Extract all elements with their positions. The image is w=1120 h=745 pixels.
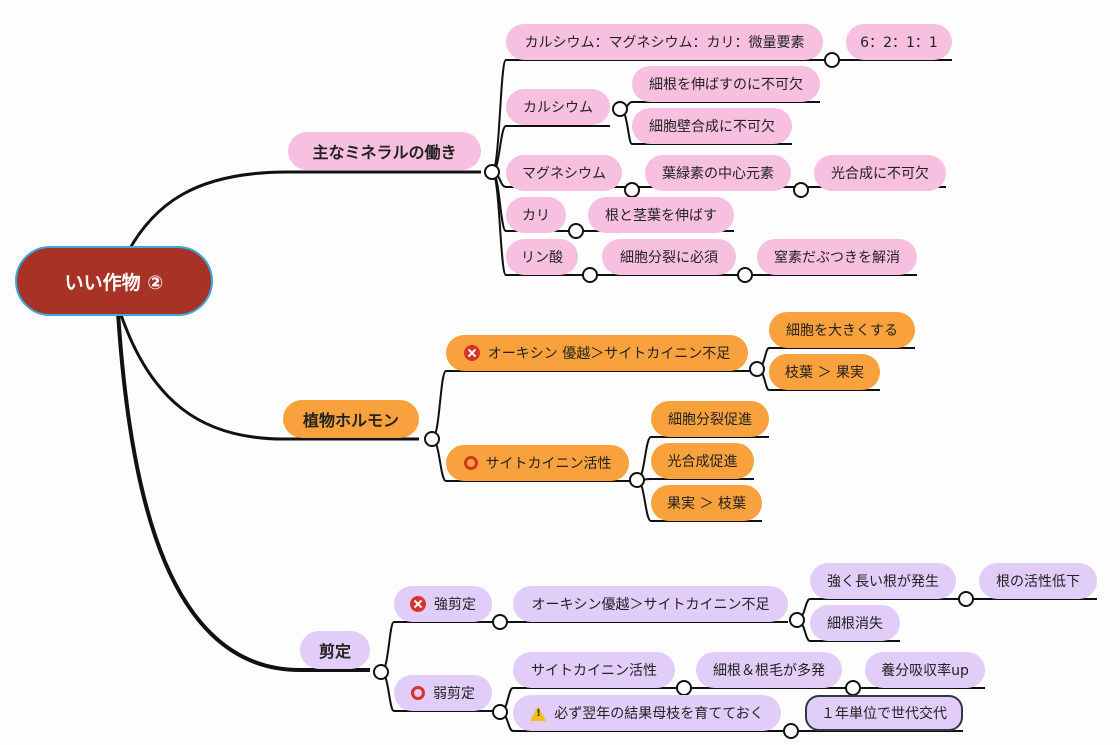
collapse-toggle[interactable] — [492, 704, 508, 720]
root-connector — [116, 311, 370, 672]
node-division-promote[interactable]: 細胞分裂促進 — [651, 401, 769, 437]
node-phosphate[interactable]: リン酸 — [506, 239, 578, 275]
node-fruit-over-leaves[interactable]: 果実 ＞ 枝葉 — [651, 485, 762, 521]
node-nutrient-absorption[interactable]: 養分吸収率up — [865, 652, 985, 688]
collapse-toggle[interactable] — [958, 591, 974, 607]
root-label: いい作物 ② — [64, 271, 164, 294]
connector-line — [636, 478, 754, 481]
node-fine-roots-lost[interactable]: 細根消失 — [810, 605, 900, 641]
node-cell-enlarge[interactable]: 細胞を大きくする — [769, 312, 915, 348]
cross-circle-icon — [410, 596, 426, 612]
collapse-toggle[interactable] — [824, 52, 840, 68]
node-calcium-roots[interactable]: 細根を伸ばすのに不可欠 — [632, 66, 820, 102]
collapse-toggle[interactable] — [676, 680, 692, 696]
warning-icon — [530, 705, 547, 721]
node-photosynthesis[interactable]: 光合成に不可欠 — [814, 155, 946, 191]
node-potassium[interactable]: カリ — [506, 197, 566, 233]
collapse-toggle[interactable] — [484, 164, 500, 180]
node-ratio[interactable]: カルシウム：マグネシウム：カリ：微量要素 — [506, 24, 823, 60]
node-ratio-value[interactable]: 6：2：1：1 — [846, 24, 952, 60]
node-cytokinin-active[interactable]: サイトカイニン活性 — [446, 445, 629, 481]
node-calcium[interactable]: カルシウム — [506, 89, 610, 125]
collapse-toggle[interactable] — [629, 472, 645, 488]
connector-line — [380, 621, 500, 673]
root-connector — [118, 311, 419, 441]
collapse-toggle[interactable] — [789, 612, 805, 628]
node-magnesium[interactable]: マグネシウム — [506, 155, 622, 191]
root-node[interactable]: いい作物 ② — [15, 246, 213, 316]
node-chlorophyll[interactable]: 葉緑素の中心元素 — [645, 155, 791, 191]
node-light-pruning[interactable]: 弱剪定 — [394, 675, 492, 711]
collapse-toggle[interactable] — [793, 182, 809, 198]
collapse-toggle[interactable] — [612, 101, 628, 117]
topic-pruning[interactable]: 剪定 — [300, 631, 370, 669]
node-nitrogen[interactable]: 窒素だぶつきを解消 — [757, 239, 917, 275]
cross-circle-icon — [463, 345, 480, 361]
node-long-roots[interactable]: 強く長い根が発生 — [810, 563, 956, 599]
node-potassium-growth[interactable]: 根と茎葉を伸ばす — [588, 197, 734, 233]
collapse-toggle[interactable] — [624, 182, 640, 198]
node-hard-pruning[interactable]: 強剪定 — [394, 586, 492, 622]
ring-icon — [463, 456, 478, 470]
ring-icon — [411, 686, 425, 700]
node-auxin-dominant[interactable]: オーキシン 優越＞サイトカイニン不足 — [446, 335, 748, 371]
node-cytokinin-active-pruning[interactable]: サイトカイニン活性 — [513, 652, 675, 688]
collapse-toggle[interactable] — [783, 723, 799, 739]
root-connector — [118, 170, 481, 269]
collapse-toggle[interactable] — [424, 431, 440, 447]
node-photo-promote[interactable]: 光合成促進 — [651, 443, 754, 479]
node-root-activity-down[interactable]: 根の活性低下 — [979, 563, 1097, 599]
collapse-toggle[interactable] — [568, 223, 584, 239]
node-root-hairs[interactable]: 細根＆根毛が多発 — [696, 652, 842, 688]
topic-minerals[interactable]: 主なミネラルの働き — [288, 132, 481, 170]
collapse-toggle[interactable] — [582, 267, 598, 283]
node-mother-branch[interactable]: 必ず翌年の結果母枝を育てておく — [513, 695, 781, 731]
node-generation-change[interactable]: １年単位で世代交代 — [805, 695, 963, 731]
collapse-toggle[interactable] — [845, 680, 861, 696]
collapse-toggle[interactable] — [373, 664, 389, 680]
collapse-toggle[interactable] — [749, 361, 765, 377]
collapse-toggle[interactable] — [737, 267, 753, 283]
node-cell-division[interactable]: 細胞分裂に必須 — [602, 239, 736, 275]
node-leaves-over-fruit[interactable]: 枝葉 ＞ 果実 — [769, 354, 880, 390]
collapse-toggle[interactable] — [492, 614, 508, 630]
node-auxin-dominant-pruning[interactable]: オーキシン優越＞サイトカイニン不足 — [513, 586, 788, 622]
topic-hormones[interactable]: 植物ホルモン — [283, 400, 419, 438]
node-calcium-wall[interactable]: 細胞壁合成に不可欠 — [632, 108, 792, 144]
